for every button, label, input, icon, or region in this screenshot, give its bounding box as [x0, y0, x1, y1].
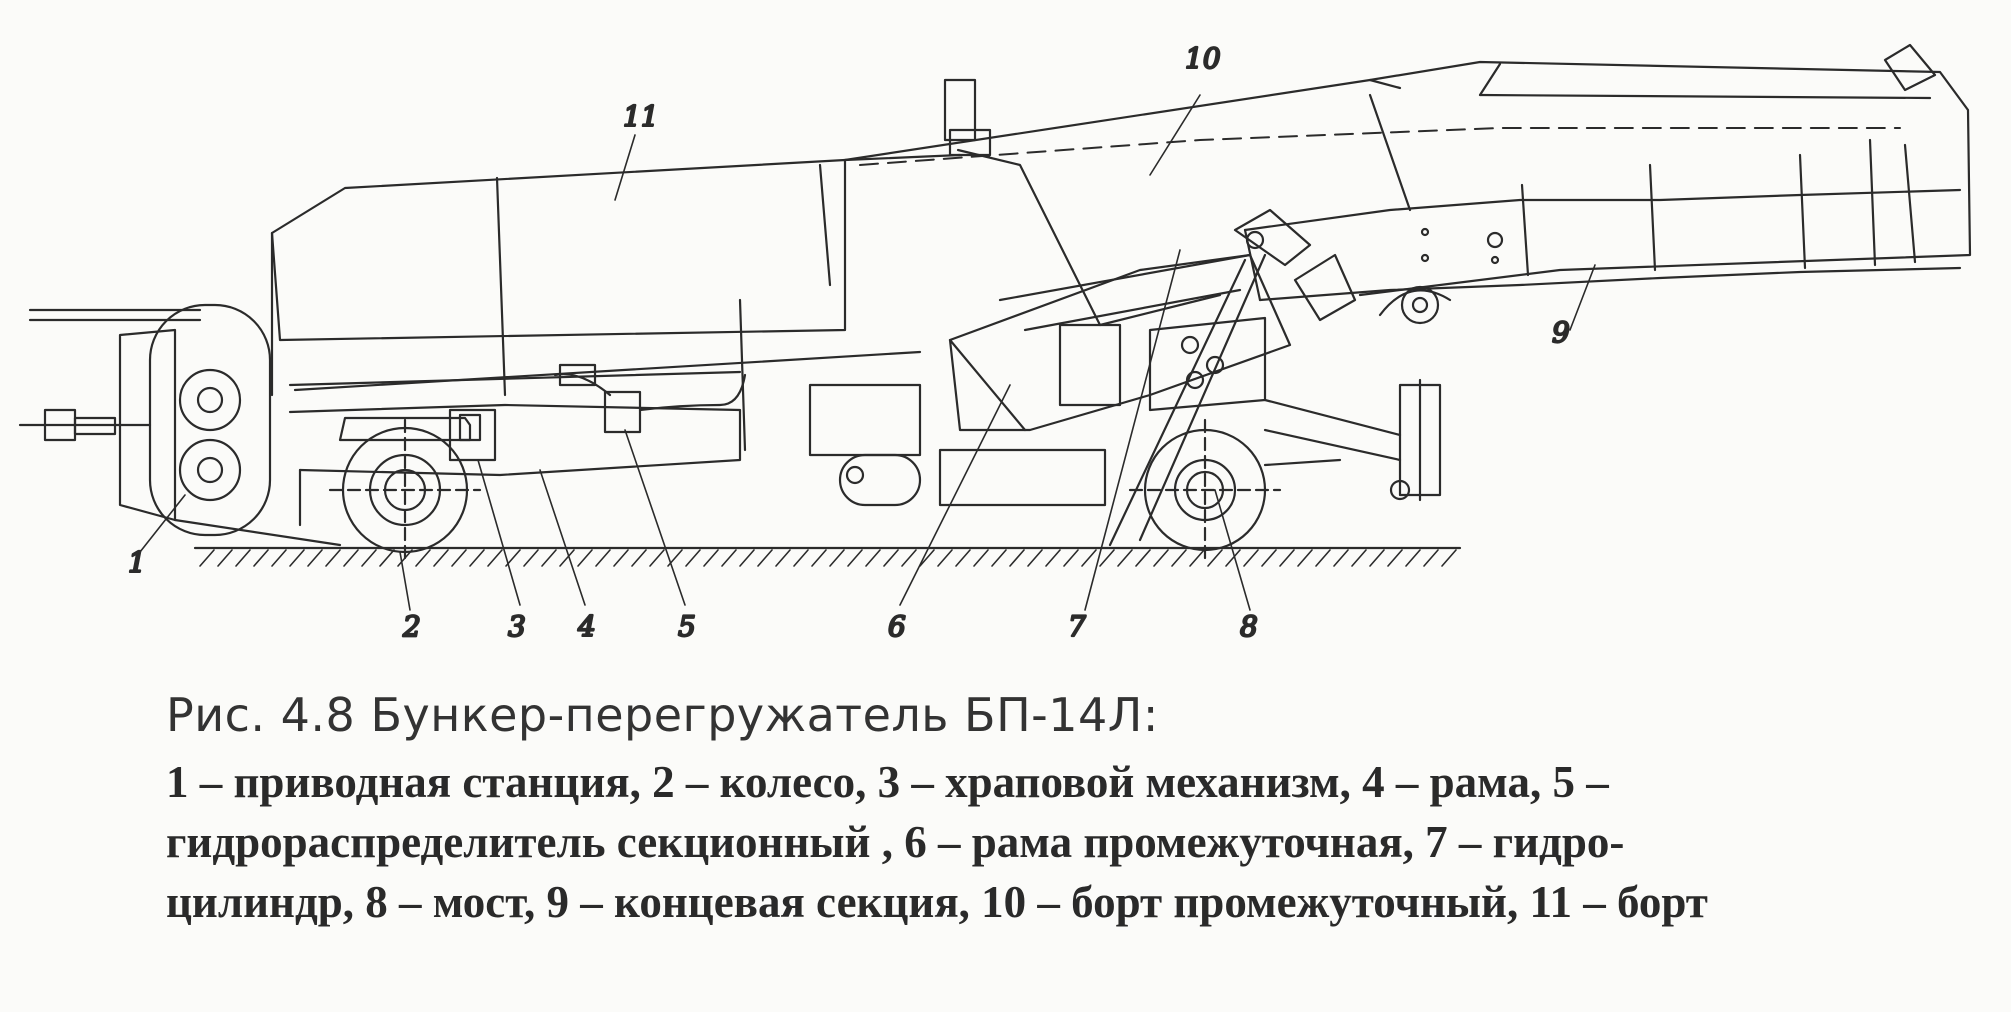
ground-hatch-stroke	[649, 549, 665, 567]
ground-hatch-stroke	[307, 549, 323, 567]
ground-hatch-stroke	[325, 549, 341, 567]
ground-hatch-stroke	[757, 549, 773, 567]
ground-hatch-stroke	[1405, 549, 1421, 567]
ground-hatch-stroke	[1171, 549, 1187, 567]
ground-hatch-stroke	[829, 549, 845, 567]
callout-2: 2	[402, 610, 421, 643]
callout-8: 8	[1240, 610, 1258, 643]
ground-hatch-stroke	[1225, 549, 1241, 567]
figure-caption: Рис. 4.8 Бункер-перегружатель БП-14Л: 1 …	[166, 688, 1806, 932]
ground-hatch-stroke	[271, 549, 287, 567]
ground-hatch-stroke	[379, 549, 395, 567]
ground-hatch-stroke	[721, 549, 737, 567]
ground-hatch-stroke	[1333, 549, 1349, 567]
end-section-9	[1243, 188, 1962, 325]
hydraulic-distributor-5	[553, 363, 747, 434]
ground-hatch-stroke	[343, 549, 359, 567]
ground-hatch-stroke	[595, 549, 611, 567]
ground-hatch-stroke	[973, 549, 989, 567]
caption-legend: 1 – приводная станция, 2 – колесо, 3 – х…	[166, 757, 1708, 927]
ground	[193, 546, 1462, 567]
ratchet-mechanism-3	[448, 408, 497, 462]
ground-hatch-stroke	[1063, 549, 1079, 567]
ground-hatch-stroke	[1189, 549, 1205, 567]
ground-hatch-stroke	[703, 549, 719, 567]
ground-hatch-stroke	[1351, 549, 1367, 567]
ground-hatch-stroke	[1207, 549, 1223, 567]
callout-6: 6	[888, 610, 906, 643]
caption-title: Рис. 4.8 Бункер-перегружатель БП-14Л:	[166, 688, 1159, 742]
ground-hatch-stroke	[793, 549, 809, 567]
ground-hatch-stroke	[451, 549, 467, 567]
bunker-loader-drawing: 1 2 3 4 5 6 7 8 9 10 11	[18, 41, 1972, 644]
ground-hatch-stroke	[361, 549, 377, 567]
ground-hatch-stroke	[685, 549, 701, 567]
ground-hatch-stroke	[1441, 549, 1457, 567]
callout-4: 4	[577, 610, 596, 643]
ground-hatch-stroke	[487, 549, 503, 567]
ground-hatch-stroke	[523, 549, 539, 567]
ground-hatch-stroke	[1297, 549, 1313, 567]
ground-hatch-stroke	[1045, 549, 1061, 567]
ground-hatch-stroke	[217, 549, 233, 567]
wheel-2	[328, 416, 482, 562]
hydraulic-cylinder-7	[1108, 208, 1357, 547]
ground-hatch-stroke	[991, 549, 1007, 567]
ground-hatch-stroke	[577, 549, 593, 567]
callout-10: 10	[1185, 42, 1221, 75]
wheel-8	[1128, 418, 1342, 562]
ground-hatch-stroke	[955, 549, 971, 567]
ground-hatch-stroke	[1279, 549, 1295, 567]
ground-hatch-stroke	[1243, 549, 1259, 567]
ground-hatch-stroke	[1009, 549, 1025, 567]
ground-hatch-stroke	[289, 549, 305, 567]
ground-hatch-stroke	[1423, 549, 1439, 567]
ground-hatch-stroke	[1369, 549, 1385, 567]
ground-hatch-stroke	[937, 549, 953, 567]
ground-hatch-stroke	[1099, 549, 1115, 567]
ground-hatch-stroke	[433, 549, 449, 567]
callout-labels: 1 2 3 4 5 6 7 8 9 10 11	[127, 41, 1571, 644]
callout-11: 11	[623, 100, 659, 133]
ground-hatch-stroke	[865, 549, 881, 567]
ground-hatch-stroke	[1153, 549, 1169, 567]
ground-hatch-stroke	[739, 549, 755, 567]
ground-hatch-stroke	[541, 549, 557, 567]
ground-hatch-stroke	[1387, 549, 1403, 567]
ground-hatch-stroke	[613, 549, 629, 567]
ground-hatch-stroke	[559, 549, 575, 567]
ground-hatch-stroke	[919, 549, 935, 567]
ground-hatch-stroke	[1315, 549, 1331, 567]
ground-hatch-stroke	[1261, 549, 1277, 567]
callout-leaders	[139, 94, 1596, 611]
ground-hatch-stroke	[235, 549, 251, 567]
ground-hatch-stroke	[1081, 549, 1097, 567]
side-board-11	[270, 158, 922, 452]
ground-hatch-stroke	[631, 549, 647, 567]
ground-hatch-stroke	[469, 549, 485, 567]
side-board-10	[843, 60, 1972, 327]
middle-chassis	[808, 383, 1107, 507]
callout-3: 3	[508, 610, 526, 643]
ground-hatch-stroke	[1117, 549, 1133, 567]
callout-5: 5	[678, 610, 696, 643]
ground-hatch-stroke	[1135, 549, 1151, 567]
callout-1: 1	[128, 546, 146, 579]
ground-hatch-stroke	[811, 549, 827, 567]
ground-hatch-stroke	[1027, 549, 1043, 567]
ground-hatch-stroke	[415, 549, 431, 567]
ground-hatch-stroke	[775, 549, 791, 567]
ground-hatch-stroke	[847, 549, 863, 567]
frame-4	[288, 403, 742, 527]
ground-hatch-stroke	[883, 549, 899, 567]
ground-hatch-stroke	[253, 549, 269, 567]
callout-7: 7	[1068, 610, 1086, 643]
bridge-8	[1148, 316, 1442, 502]
ground-hatch-stroke	[199, 549, 215, 567]
callout-9: 9	[1552, 316, 1570, 349]
top-attachment	[943, 43, 1937, 157]
drive-station-1	[18, 303, 342, 547]
ground-hatch-stroke	[901, 549, 917, 567]
